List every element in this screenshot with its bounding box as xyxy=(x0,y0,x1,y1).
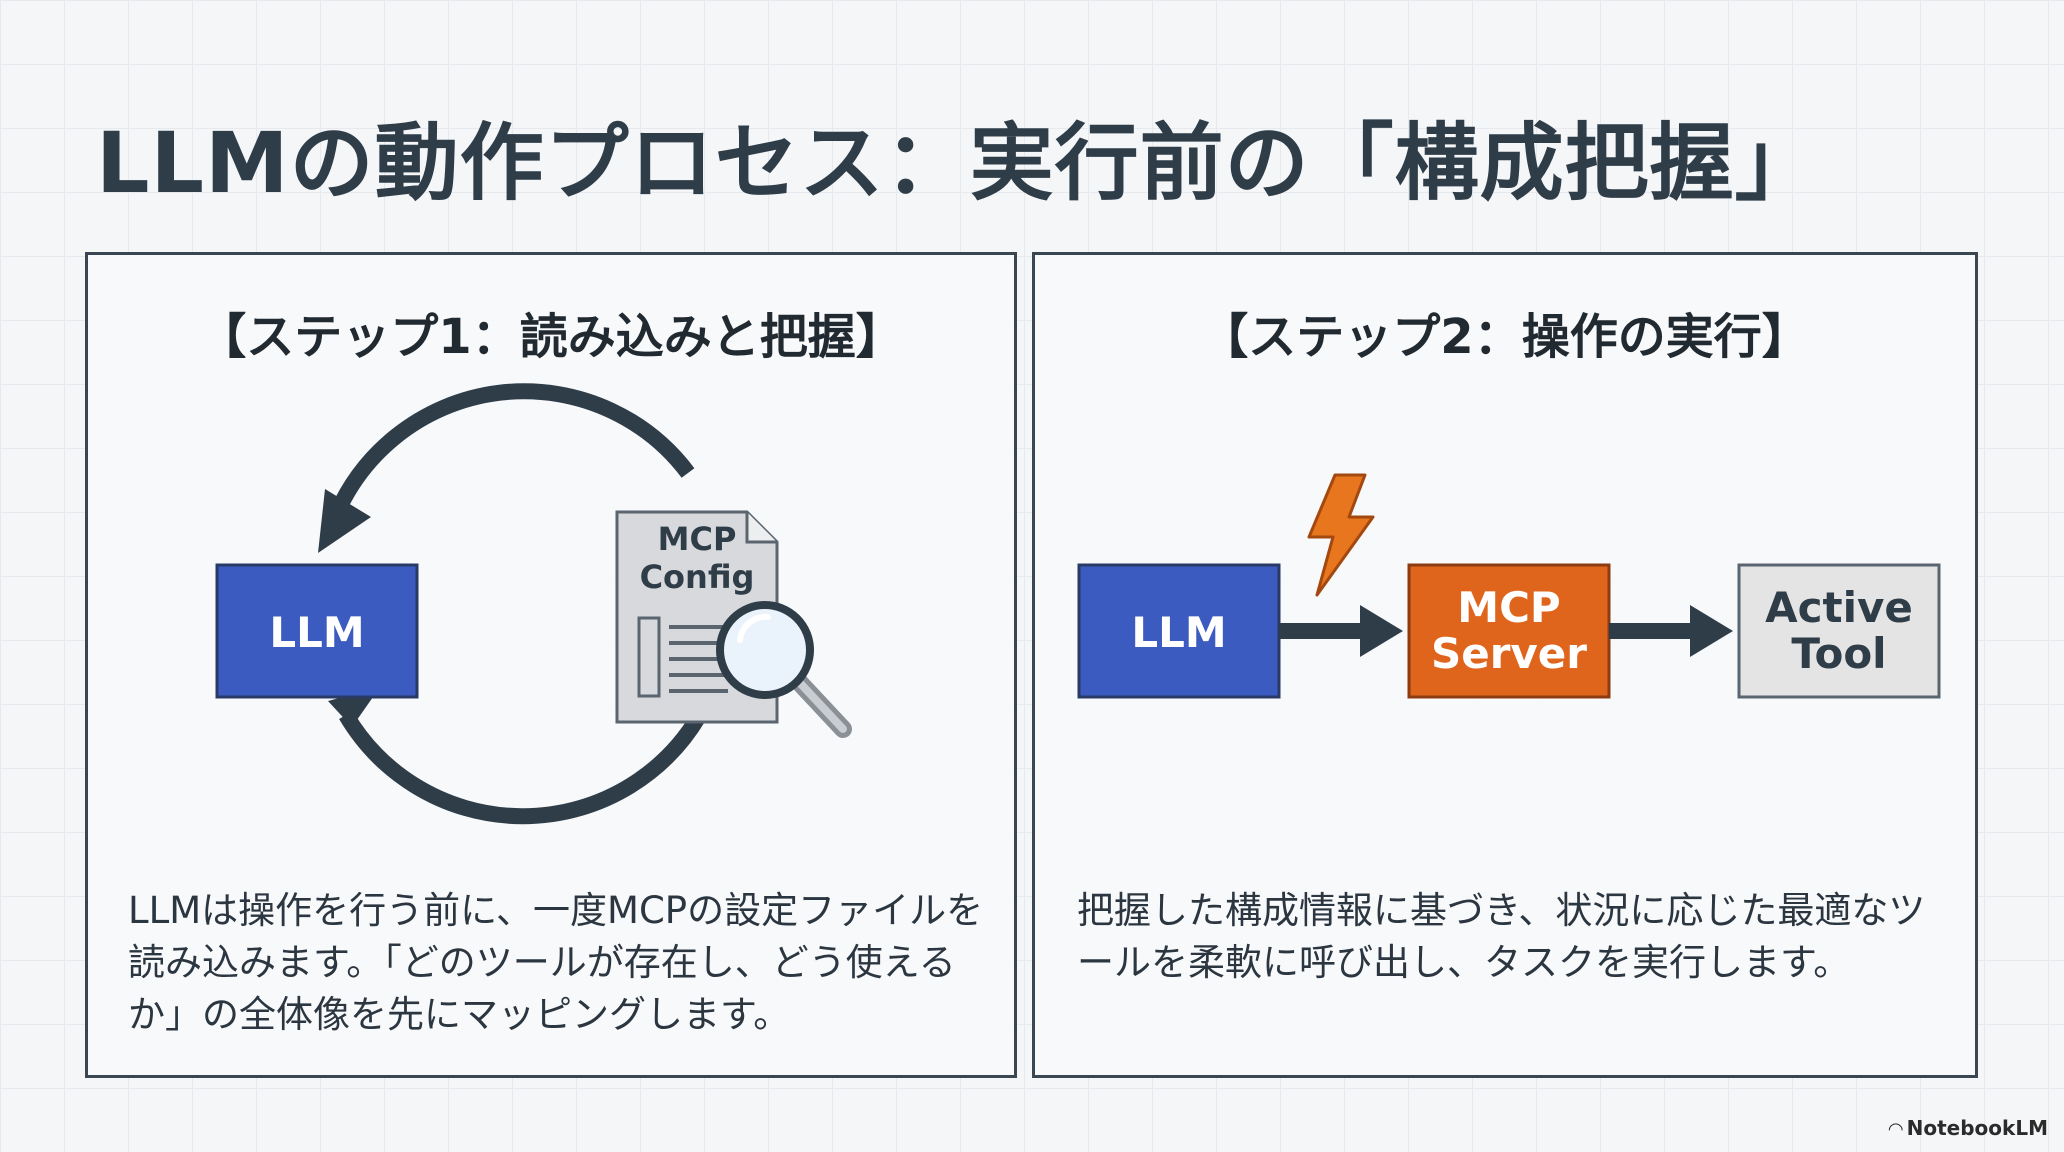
step2-panel: 【ステップ2：操作の実行】 LLM MCP Server xyxy=(1032,252,1978,1078)
watermark-label: NotebookLM xyxy=(1906,1116,2048,1140)
tool-label-line2: Tool xyxy=(1791,629,1886,678)
llm-box-label: LLM xyxy=(269,608,364,657)
active-tool-box: Active Tool xyxy=(1737,563,1941,699)
step2-description: 把握した構成情報に基づき、状況に応じた最適なツールを柔軟に呼び出し、タスクを実行… xyxy=(1077,889,1926,984)
step1-title: 【ステップ1：読み込みと把握】 xyxy=(198,309,904,365)
lightning-bolt-icon xyxy=(1307,473,1375,597)
llm-box: LLM xyxy=(215,563,419,699)
mcp-server-box: MCP Server xyxy=(1407,563,1611,699)
server-label-line2: Server xyxy=(1431,629,1587,678)
arrow-server-to-tool xyxy=(1609,605,1733,657)
config-label-line1: MCP xyxy=(658,520,737,558)
server-label-line1: MCP xyxy=(1457,583,1560,632)
magnifier-icon xyxy=(716,601,852,738)
step1-panel: 【ステップ1：読み込みと把握】 LLM MCP Config xyxy=(85,252,1017,1078)
step2-llm-label: LLM xyxy=(1131,608,1226,657)
step2-title: 【ステップ2：操作の実行】 xyxy=(1200,309,1810,365)
arrow-llm-to-server xyxy=(1279,605,1403,657)
llm-box: LLM xyxy=(1077,563,1281,699)
step1-diagram: LLM MCP Config xyxy=(215,383,852,825)
config-label-line2: Config xyxy=(640,558,755,596)
cycle-arrow-icon xyxy=(318,383,706,825)
page-title: LLMの動作プロセス：実行前の「構成把握」 xyxy=(96,114,1820,212)
step2-diagram: LLM MCP Server Active Tool xyxy=(1077,473,1941,699)
tool-label-line1: Active xyxy=(1765,583,1913,632)
step1-description: LLMは操作を行う前に、一度MCPの設定ファイルを読み込みます。「どのツールが存… xyxy=(128,889,984,1036)
notebooklm-logo-icon: ◠ xyxy=(1888,1119,1903,1140)
notebooklm-watermark: ◠NotebookLM xyxy=(1889,1116,2048,1140)
